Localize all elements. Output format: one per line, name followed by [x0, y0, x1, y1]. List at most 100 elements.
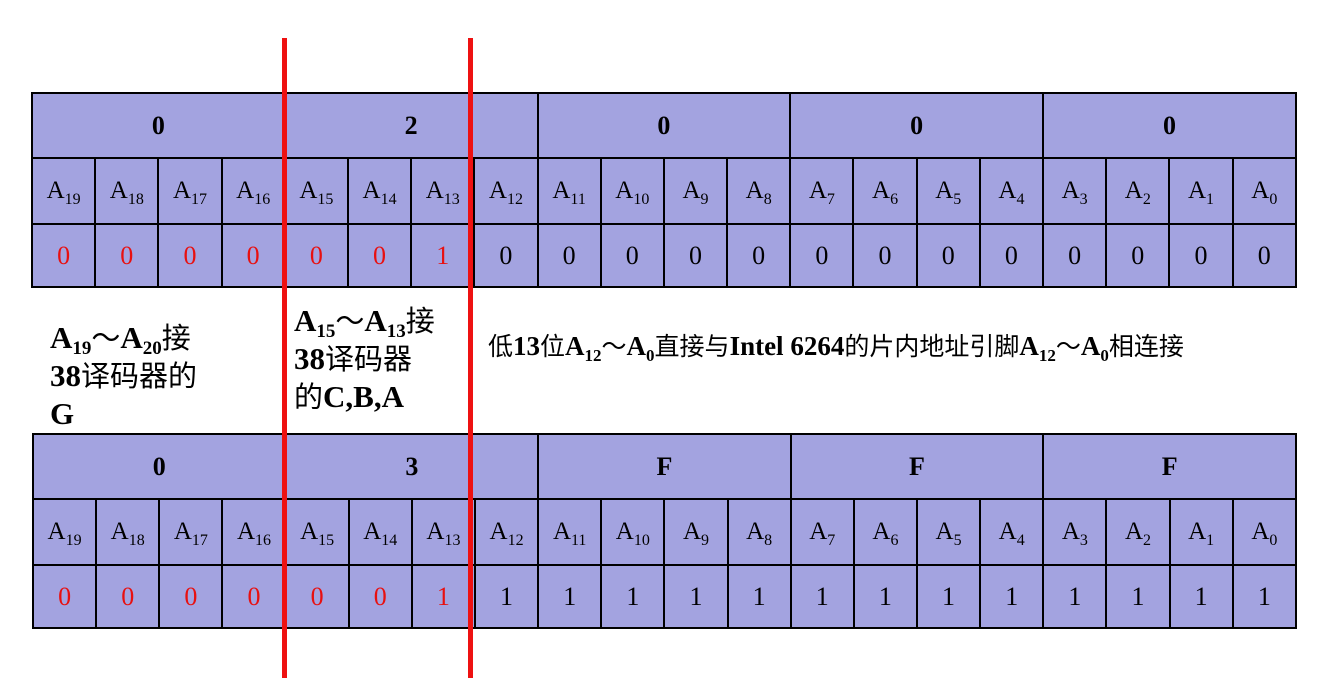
address-label-base: A — [426, 518, 445, 545]
address-label-subscript: 18 — [127, 191, 144, 208]
address-label-subscript: 6 — [890, 191, 899, 208]
hex-digit-cell: 0 — [31, 92, 286, 159]
address-label-base: A — [552, 177, 571, 204]
address-label-subscript: 13 — [443, 191, 460, 208]
bit-value-cell: 0 — [30, 223, 97, 288]
bit-value-cell: 1 — [600, 564, 666, 629]
address-label-subscript: 16 — [254, 191, 271, 208]
bit-value-cell: 1 — [1168, 564, 1234, 629]
address-label-cell: A10 — [599, 157, 665, 225]
address-label-subscript: 19 — [65, 532, 82, 549]
address-label-subscript: 0 — [1269, 532, 1278, 549]
address-label-cell: A2 — [1105, 157, 1171, 225]
note-low-bits: 低13位A12～A0直接与Intel 6264的片内地址引脚A12～A0相连接 — [488, 331, 1184, 365]
bit-value-cell: 0 — [283, 223, 349, 288]
address-label-base: A — [682, 177, 701, 204]
bit-value-cell: 0 — [599, 223, 665, 288]
address-label-cell: A7 — [789, 498, 855, 566]
bit-value-cell: 0 — [789, 223, 855, 288]
address-label-base: A — [872, 518, 891, 545]
bit-value-cell: 1 — [410, 564, 476, 629]
address-label-base: A — [1188, 518, 1207, 545]
address-label-base: A — [47, 518, 66, 545]
address-label-cell: A4 — [978, 157, 1045, 225]
address-label-cell: A10 — [600, 498, 666, 566]
bit-value-cell: 1 — [537, 564, 603, 629]
address-label-subscript: 11 — [570, 191, 586, 208]
note-line: A15～A13接 — [294, 303, 435, 342]
address-label-subscript: 1 — [1206, 191, 1214, 208]
address-label-base: A — [935, 518, 954, 545]
address-label-cell: A16 — [220, 157, 286, 225]
bit-value-cell: 0 — [221, 564, 287, 629]
address-label-cell: A3 — [1042, 498, 1108, 566]
address-label-base: A — [1187, 177, 1206, 204]
bit-value-cell: 0 — [662, 223, 729, 288]
address-label-cell: A19 — [31, 498, 98, 566]
bit-value-cell: 1 — [726, 564, 792, 629]
address-label-base: A — [489, 518, 508, 545]
address-label-cell: A1 — [1168, 157, 1234, 225]
address-label-base: A — [935, 177, 954, 204]
address-label-base: A — [998, 177, 1017, 204]
address-label-base: A — [552, 518, 572, 545]
address-label-subscript: 7 — [827, 532, 836, 549]
bit-value-cell: 1 — [473, 564, 540, 629]
address-label-cell: A1 — [1168, 498, 1234, 566]
address-label-subscript: 15 — [317, 191, 334, 208]
address-label-base: A — [682, 518, 701, 545]
address-label-cell: A15 — [284, 498, 350, 566]
bit-value-cell: 0 — [157, 223, 223, 288]
hex-digit-cell: F — [789, 433, 1045, 500]
address-label-subscript: 0 — [1269, 191, 1278, 208]
bit-value-cell: 1 — [1105, 564, 1171, 629]
bit-value-cell: 0 — [1041, 223, 1108, 288]
address-label-cell: A4 — [979, 498, 1045, 566]
address-label-base: A — [808, 177, 827, 204]
address-label-cell: A15 — [283, 157, 349, 225]
address-label-cell: A8 — [726, 498, 792, 566]
bit-value-cell: 0 — [1105, 223, 1171, 288]
address-label-subscript: 4 — [1016, 191, 1025, 208]
hex-digit-cell: 0 — [32, 433, 287, 500]
address-label-base: A — [746, 518, 765, 545]
hex-digit-cell: 0 — [536, 92, 792, 159]
address-label-subscript: 12 — [506, 191, 523, 208]
bit-value-cell: 1 — [410, 223, 476, 288]
note-line: G — [50, 396, 75, 431]
address-label-cell: A14 — [347, 498, 413, 566]
address-label-subscript: 17 — [191, 532, 208, 549]
address-label-base: A — [362, 177, 381, 204]
address-label-subscript: 10 — [633, 191, 650, 208]
address-label-cell: A16 — [221, 498, 287, 566]
hex-digit-cell: 2 — [283, 92, 539, 159]
address-label-cell: A13 — [410, 498, 476, 566]
address-label-base: A — [110, 518, 129, 545]
hex-digit-cell: 0 — [789, 92, 1044, 159]
address-label-base: A — [809, 518, 828, 545]
address-label-subscript: 9 — [700, 191, 709, 208]
address-label-base: A — [300, 518, 319, 545]
bit-value-cell: 0 — [31, 564, 98, 629]
hex-digit-cell: 0 — [1042, 92, 1297, 159]
bit-value-cell: 1 — [789, 564, 855, 629]
address-label-cell: A7 — [789, 157, 855, 225]
address-label-cell: A3 — [1041, 157, 1108, 225]
address-label-subscript: 5 — [953, 191, 962, 208]
address-label-base: A — [1124, 518, 1144, 545]
address-label-subscript: 6 — [890, 532, 899, 549]
address-label-base: A — [1251, 518, 1270, 545]
bit-value-cell: 0 — [95, 564, 161, 629]
address-label-base: A — [46, 177, 65, 204]
bit-value-cell: 0 — [978, 223, 1045, 288]
address-label-subscript: 17 — [191, 191, 207, 208]
address-label-base: A — [1061, 177, 1080, 204]
hex-digit-cell: 3 — [284, 433, 540, 500]
address-label-cell: A14 — [346, 157, 413, 225]
address-label-cell: A18 — [94, 157, 160, 225]
bit-value-cell: 0 — [94, 223, 160, 288]
